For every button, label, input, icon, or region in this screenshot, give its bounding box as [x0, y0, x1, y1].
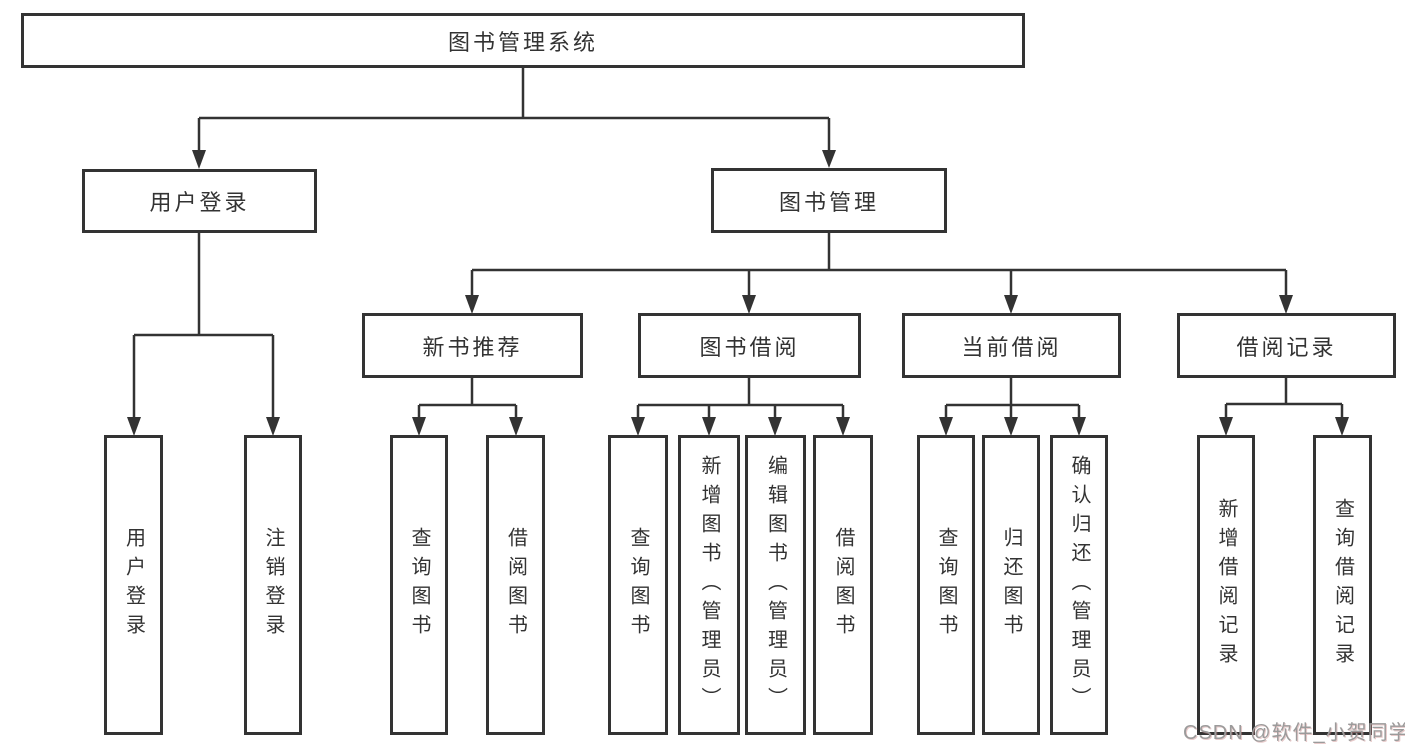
node-user-login-action: 用户登录: [104, 435, 163, 735]
connector-current-children: [944, 378, 1081, 418]
node-new-book-recommend-label: 新书推荐: [422, 334, 523, 360]
node-edit-book-admin: 编辑图书（管理员）: [745, 435, 806, 735]
node-confirm-return-admin: 确认归还（管理员）: [1050, 435, 1108, 735]
node-query-borrow-record-label: 查询借阅记录: [1331, 498, 1354, 672]
node-edit-book-admin-label: 编辑图书（管理员）: [764, 454, 787, 716]
node-user-login-label: 用户登录: [149, 190, 250, 215]
node-recommend-borrow-book: 借阅图书: [486, 435, 545, 735]
node-add-borrow-record-label: 新增借阅记录: [1215, 498, 1237, 672]
node-return-book-label: 归还图书: [1000, 527, 1022, 643]
node-return-book: 归还图书: [982, 435, 1040, 735]
node-current-query-book: 查询图书: [917, 435, 975, 735]
node-borrow-book-action: 借阅图书: [813, 435, 873, 735]
arrow-down-icon: [822, 150, 836, 168]
node-borrow-query-book-label: 查询图书: [627, 527, 649, 643]
connector-record-children: [1224, 378, 1344, 418]
node-borrow-book-action-label: 借阅图书: [832, 527, 854, 643]
node-user-login-action-label: 用户登录: [122, 527, 145, 643]
connector-lines: [132, 68, 1344, 418]
node-borrow-record-label: 借阅记录: [1236, 334, 1337, 360]
arrow-down-icon: [1072, 417, 1086, 436]
connector-new-book-children: [417, 378, 518, 418]
arrow-down-icon: [266, 417, 280, 436]
node-add-book-admin: 新增图书（管理员）: [678, 435, 740, 735]
arrow-down-icon: [1279, 295, 1293, 314]
arrow-down-icon: [509, 417, 523, 436]
node-user-login: 用户登录: [82, 169, 317, 233]
arrow-down-icon: [702, 417, 716, 436]
connector-borrow-children: [636, 378, 845, 418]
node-current-borrow-label: 当前借阅: [961, 334, 1062, 360]
arrowheads: [127, 150, 1349, 436]
node-recommend-query-book: 查询图书: [390, 435, 448, 735]
node-recommend-borrow-book-label: 借阅图书: [504, 527, 527, 643]
node-add-book-admin-label: 新增图书（管理员）: [698, 454, 720, 716]
arrow-down-icon: [768, 417, 782, 436]
node-logout-label: 注销登录: [262, 527, 284, 643]
node-query-borrow-record: 查询借阅记录: [1313, 435, 1372, 735]
arrow-down-icon: [1004, 295, 1018, 314]
arrow-down-icon: [127, 417, 141, 436]
arrow-down-icon: [836, 417, 850, 436]
arrow-down-icon: [1335, 417, 1349, 436]
arrow-down-icon: [192, 150, 206, 169]
connector-user-login-children: [132, 233, 275, 418]
arrow-down-icon: [465, 295, 479, 314]
node-recommend-query-book-label: 查询图书: [408, 527, 430, 643]
arrow-down-icon: [1004, 417, 1018, 436]
arrow-down-icon: [412, 417, 426, 436]
connector-root-to-level2: [197, 68, 831, 151]
node-current-borrow: 当前借阅: [902, 313, 1121, 378]
node-add-borrow-record: 新增借阅记录: [1197, 435, 1255, 735]
arrow-down-icon: [1219, 417, 1233, 436]
node-borrow-query-book: 查询图书: [608, 435, 668, 735]
arrow-down-icon: [631, 417, 645, 436]
csdn-watermark: CSDN @软件_小贺同学: [1183, 722, 1405, 744]
node-current-query-book-label: 查询图书: [935, 527, 957, 643]
node-root: 图书管理系统: [21, 13, 1025, 68]
node-book-borrow: 图书借阅: [638, 313, 861, 378]
arrow-down-icon: [742, 295, 756, 314]
node-root-label: 图书管理系统: [447, 29, 598, 55]
node-book-management-label: 图书管理: [778, 189, 879, 215]
node-borrow-record: 借阅记录: [1177, 313, 1396, 378]
node-new-book-recommend: 新书推荐: [362, 313, 583, 378]
arrow-down-icon: [939, 417, 953, 436]
node-book-borrow-label: 图书借阅: [699, 334, 800, 360]
node-book-management: 图书管理: [711, 168, 947, 233]
connector-book-mgmt-children: [470, 233, 1288, 296]
node-logout: 注销登录: [244, 435, 302, 735]
node-confirm-return-admin-label: 确认归还（管理员）: [1068, 454, 1090, 716]
